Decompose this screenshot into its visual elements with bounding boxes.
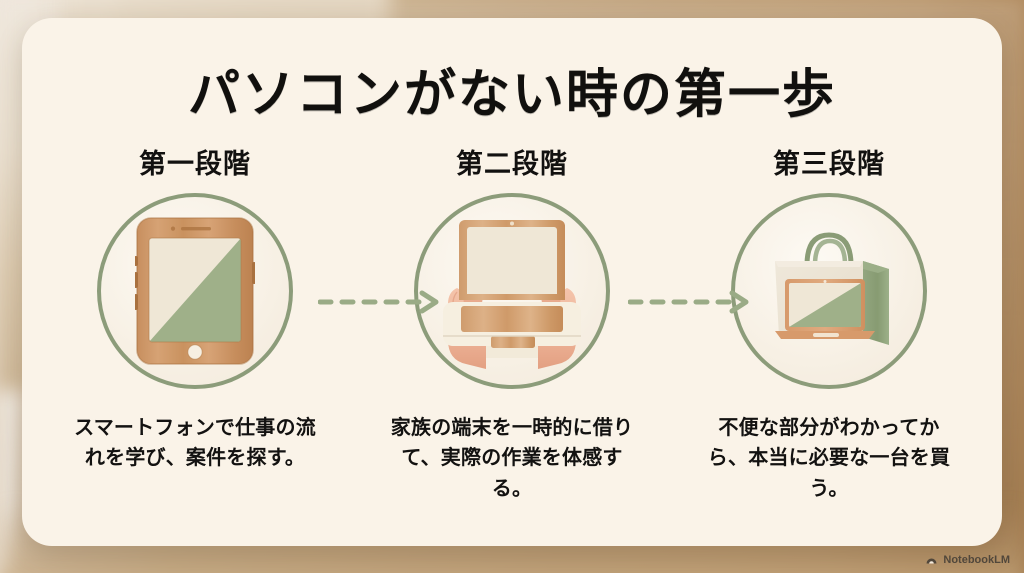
step-illustration-2 (414, 193, 610, 389)
watermark-label: NotebookLM (943, 553, 1010, 566)
laptop-in-hands-icon (423, 206, 601, 376)
stage-label-3: 第三段階 (773, 149, 885, 179)
notebooklm-watermark: NotebookLM (925, 553, 1010, 566)
dashed-arrow-2 (627, 288, 758, 316)
step-column-3: 第三段階 (686, 142, 972, 504)
stage-label-2: 第二段階 (456, 149, 568, 179)
step-column-1: 第一段階 (52, 142, 338, 504)
dashed-arrow-1 (317, 288, 448, 316)
notebooklm-logo-icon (925, 553, 938, 566)
step-illustration-1 (97, 193, 293, 389)
smartphone-icon (135, 216, 255, 366)
slide-card: パソコンがない時の第一歩 第一段階 (22, 18, 1002, 546)
steps-row: 第一段階 (52, 142, 972, 504)
page-title: パソコンがない時の第一歩 (187, 67, 836, 124)
step-column-2: 第二段階 (369, 142, 655, 504)
step-caption-1: スマートフォンで仕事の流れを学び、案件を探す。 (74, 417, 316, 470)
shopping-bag-with-laptop-icon (745, 207, 913, 375)
step-caption-3: 不便な部分がわかってから、本当に必要な一台を買う。 (707, 417, 951, 500)
step-caption-2: 家族の端末を一時的に借りて、実際の作業を体感する。 (390, 417, 634, 500)
stage-label-1: 第一段階 (139, 149, 251, 179)
step-illustration-3 (731, 193, 927, 389)
